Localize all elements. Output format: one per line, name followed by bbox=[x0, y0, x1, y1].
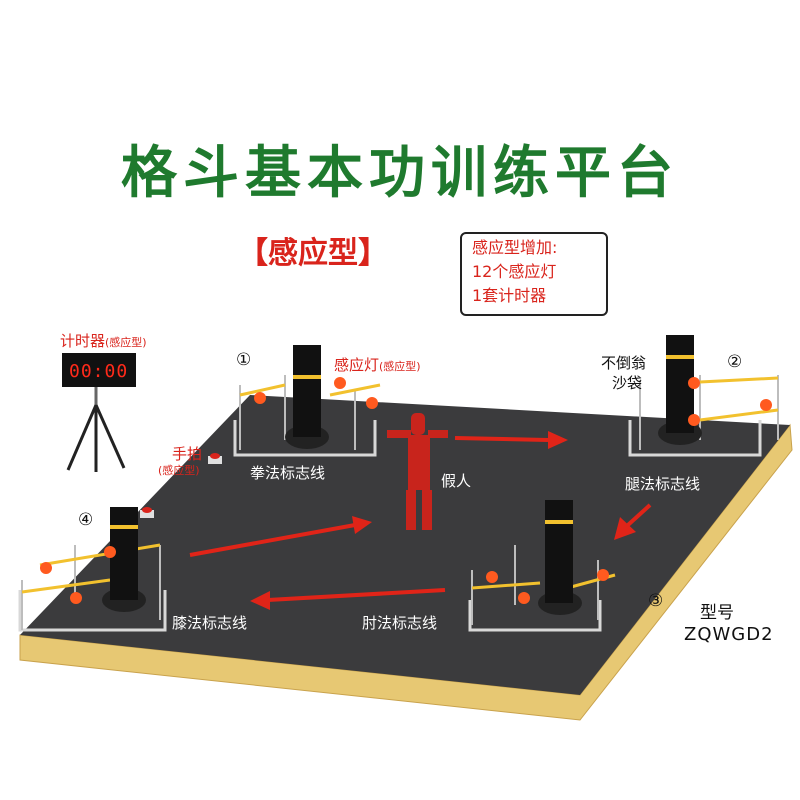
info-line: 感应型增加: bbox=[472, 238, 558, 257]
sensor-light-label: 感应灯(感应型) bbox=[334, 356, 421, 374]
station-number-1: ① bbox=[236, 350, 252, 370]
rail-frame bbox=[18, 590, 167, 632]
info-line: 1套计时器 bbox=[472, 286, 547, 305]
knee-zone-label: 膝法标志线 bbox=[172, 614, 248, 632]
model-label: 型号 bbox=[700, 603, 734, 623]
station-number-2: ② bbox=[727, 352, 743, 372]
direction-arrows bbox=[189, 431, 652, 610]
rail-frame bbox=[468, 600, 602, 632]
hand-pad-icon bbox=[140, 453, 222, 518]
page-title: 格斗基本功训练平台 bbox=[121, 141, 679, 206]
rail-frame bbox=[233, 420, 377, 457]
fence-station-4 bbox=[21, 543, 161, 630]
punch-zone-label: 拳法标志线 bbox=[250, 464, 326, 482]
elbow-zone-label: 肘法标志线 bbox=[362, 614, 438, 632]
rail-frame bbox=[628, 420, 762, 457]
station-number-4: ④ bbox=[78, 510, 94, 530]
variant-subtitle: 【感应型】 bbox=[238, 236, 388, 271]
tumbler-bag-3 bbox=[538, 500, 582, 615]
tumbler-bag-1 bbox=[285, 345, 329, 449]
dummy-label: 假人 bbox=[441, 472, 472, 490]
dummy-figure bbox=[387, 413, 448, 530]
sensor-addition-info-box: 感应型增加: 12个感应灯 1套计时器 bbox=[460, 232, 608, 316]
timer-display: 00:00 bbox=[69, 361, 129, 382]
info-line: 12个感应灯 bbox=[472, 262, 557, 281]
timer-label: 计时器(感应型) bbox=[60, 332, 147, 350]
station-number-3: ③ bbox=[648, 591, 664, 611]
sensor-lights bbox=[40, 377, 772, 604]
hand-pad-note: (感应型) bbox=[158, 464, 200, 477]
model-code: ZQWGD2 bbox=[684, 624, 774, 645]
tumbler-bag-label-line2: 沙袋 bbox=[612, 374, 643, 392]
tumbler-bag-label-line1: 不倒翁 bbox=[601, 354, 647, 372]
hand-pad-label: 手拍 bbox=[172, 445, 203, 463]
tumbler-bag-2 bbox=[658, 335, 702, 445]
timer-device bbox=[62, 353, 136, 472]
fence-station-1 bbox=[239, 375, 381, 450]
kick-zone-label: 腿法标志线 bbox=[625, 475, 701, 493]
